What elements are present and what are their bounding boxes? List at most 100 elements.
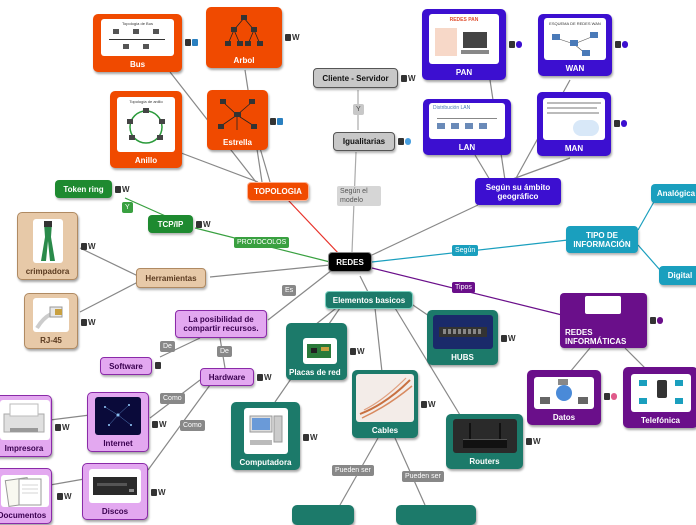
computer-image	[243, 408, 288, 454]
token-ring-icons: W	[115, 185, 130, 194]
computadora-icons: W	[303, 433, 318, 442]
node-tcp-ip[interactable]: TCP/IP	[148, 215, 193, 233]
crimper-image	[32, 219, 63, 263]
node-digital[interactable]: Digital	[659, 266, 696, 285]
note-icon	[270, 118, 276, 125]
node-telefonica[interactable]: Telefónica	[623, 367, 696, 428]
node-software[interactable]: Software	[100, 357, 152, 375]
disk-drive-image	[89, 469, 141, 503]
node-lan[interactable]: Distribución LAN LAN	[423, 99, 511, 155]
node-herramientas[interactable]: Herramientas	[136, 268, 206, 288]
node-discos[interactable]: Discos	[82, 463, 148, 520]
rj45-icons: W	[81, 318, 96, 327]
lan-image: Distribución LAN	[429, 103, 505, 139]
node-posibilidad-recursos[interactable]: La posibilidad de compartir recursos.	[175, 310, 267, 338]
cables-label: Cables	[371, 426, 399, 435]
node-hubs[interactable]: HUBS	[427, 310, 498, 365]
node-redes-informaticas[interactable]: REDES INFORMÁTICAS	[560, 293, 647, 348]
bus-label: Bus	[129, 60, 146, 69]
redes-informaticas-image	[585, 296, 621, 314]
note-icon	[401, 75, 407, 82]
pan-icons	[509, 41, 522, 48]
node-token-ring[interactable]: Token ring	[55, 180, 112, 198]
anillo-caption: Topología de anillo	[129, 99, 163, 104]
node-bus[interactable]: Topología de Bus Bus	[93, 14, 182, 72]
lan-label: LAN	[458, 143, 476, 152]
hubs-label: HUBS	[451, 353, 474, 362]
node-computadora[interactable]: Computadora	[231, 402, 300, 470]
node-rj45[interactable]: RJ-45	[24, 293, 78, 349]
note-icon	[303, 434, 309, 441]
node-routers[interactable]: Routers	[446, 414, 523, 469]
note-icon	[285, 34, 291, 41]
node-cables[interactable]: Cables	[352, 370, 418, 438]
wikipedia-icon: W	[64, 492, 72, 501]
cables-image	[356, 374, 414, 422]
node-pan[interactable]: REDES PAN PAN	[422, 9, 506, 80]
bus-caption: Topología de Bus	[122, 21, 153, 26]
node-arbol[interactable]: Arbol	[206, 7, 282, 68]
node-topologia[interactable]: TOPOLOGIA	[247, 182, 309, 201]
label-como-2: Como	[180, 420, 205, 431]
node-cable-type-1[interactable]	[292, 505, 354, 525]
globe-icon	[516, 41, 522, 48]
man-icons	[614, 120, 627, 127]
telefonica-image	[630, 374, 691, 412]
node-hardware[interactable]: Hardware	[200, 368, 254, 386]
pan-caption: REDES PAN	[449, 17, 479, 23]
wikipedia-icon: W	[357, 347, 365, 356]
globe-icon	[621, 120, 627, 127]
node-analogica[interactable]: Analógica	[651, 184, 696, 203]
lan-caption: Distribución LAN	[433, 105, 471, 111]
crimpadora-label: crimpadora	[25, 267, 70, 276]
node-elementos-basicos[interactable]: Elementos basicos	[325, 291, 413, 309]
discos-label: Discos	[101, 507, 129, 516]
router-image	[452, 419, 517, 453]
node-wan[interactable]: ESQUEMA DE REDES WAN WAN	[538, 14, 612, 76]
node-man[interactable]: MAN	[537, 92, 611, 156]
note-icon	[501, 335, 507, 342]
note-icon	[151, 489, 157, 496]
image-icon	[192, 39, 198, 46]
ring-topology-image: Topología de anillo	[117, 97, 175, 152]
node-anillo[interactable]: Topología de anillo Anillo	[110, 91, 182, 168]
wan-label: WAN	[565, 64, 585, 73]
note-icon	[57, 493, 63, 500]
node-tipo-informacion[interactable]: TIPO DE INFORMACIÓN	[566, 226, 638, 253]
rj45-label: RJ-45	[40, 336, 62, 345]
node-placas-red[interactable]: Placas de red	[286, 323, 347, 380]
node-documentos[interactable]: Documentos	[0, 468, 52, 524]
node-internet[interactable]: Internet	[87, 392, 149, 452]
redes-informaticas-icons	[650, 317, 663, 324]
node-cable-type-2[interactable]	[396, 505, 476, 525]
node-cliente-servidor[interactable]: Cliente - Servidor	[313, 68, 398, 88]
bus-icons	[185, 39, 198, 46]
internet-icons: W	[152, 420, 167, 429]
cliente-servidor-icons: W	[401, 74, 416, 83]
note-icon	[509, 41, 515, 48]
software-icons	[155, 362, 161, 369]
node-crimpadora[interactable]: crimpadora	[17, 212, 78, 280]
label-de-2: De	[217, 346, 232, 357]
node-datos[interactable]: Datos	[527, 370, 601, 425]
node-segun-ambito[interactable]: Según su ámbito geográfico	[475, 178, 561, 205]
wikipedia-icon: W	[310, 433, 318, 442]
datos-label: Datos	[552, 413, 576, 422]
star-topology-image	[215, 96, 260, 134]
note-icon	[350, 348, 356, 355]
note-icon	[604, 393, 610, 400]
image-icon	[277, 118, 283, 125]
placas-red-icons: W	[350, 347, 365, 356]
label-como-1: Como	[160, 393, 185, 404]
arbol-label: Arbol	[233, 56, 255, 65]
node-estrella[interactable]: Estrella	[207, 90, 268, 150]
wikipedia-icon: W	[508, 334, 516, 343]
central-node-redes[interactable]: REDES	[328, 252, 372, 272]
wikipedia-icon: W	[428, 400, 436, 409]
label-pueden-ser-2: Pueden ser	[402, 471, 444, 482]
node-impresora[interactable]: Impresora	[0, 395, 52, 457]
man-image	[543, 98, 605, 140]
globe-icon	[622, 41, 628, 48]
node-igualitarias[interactable]: Igualitarias	[333, 132, 395, 151]
label-segun: Según	[452, 245, 479, 256]
